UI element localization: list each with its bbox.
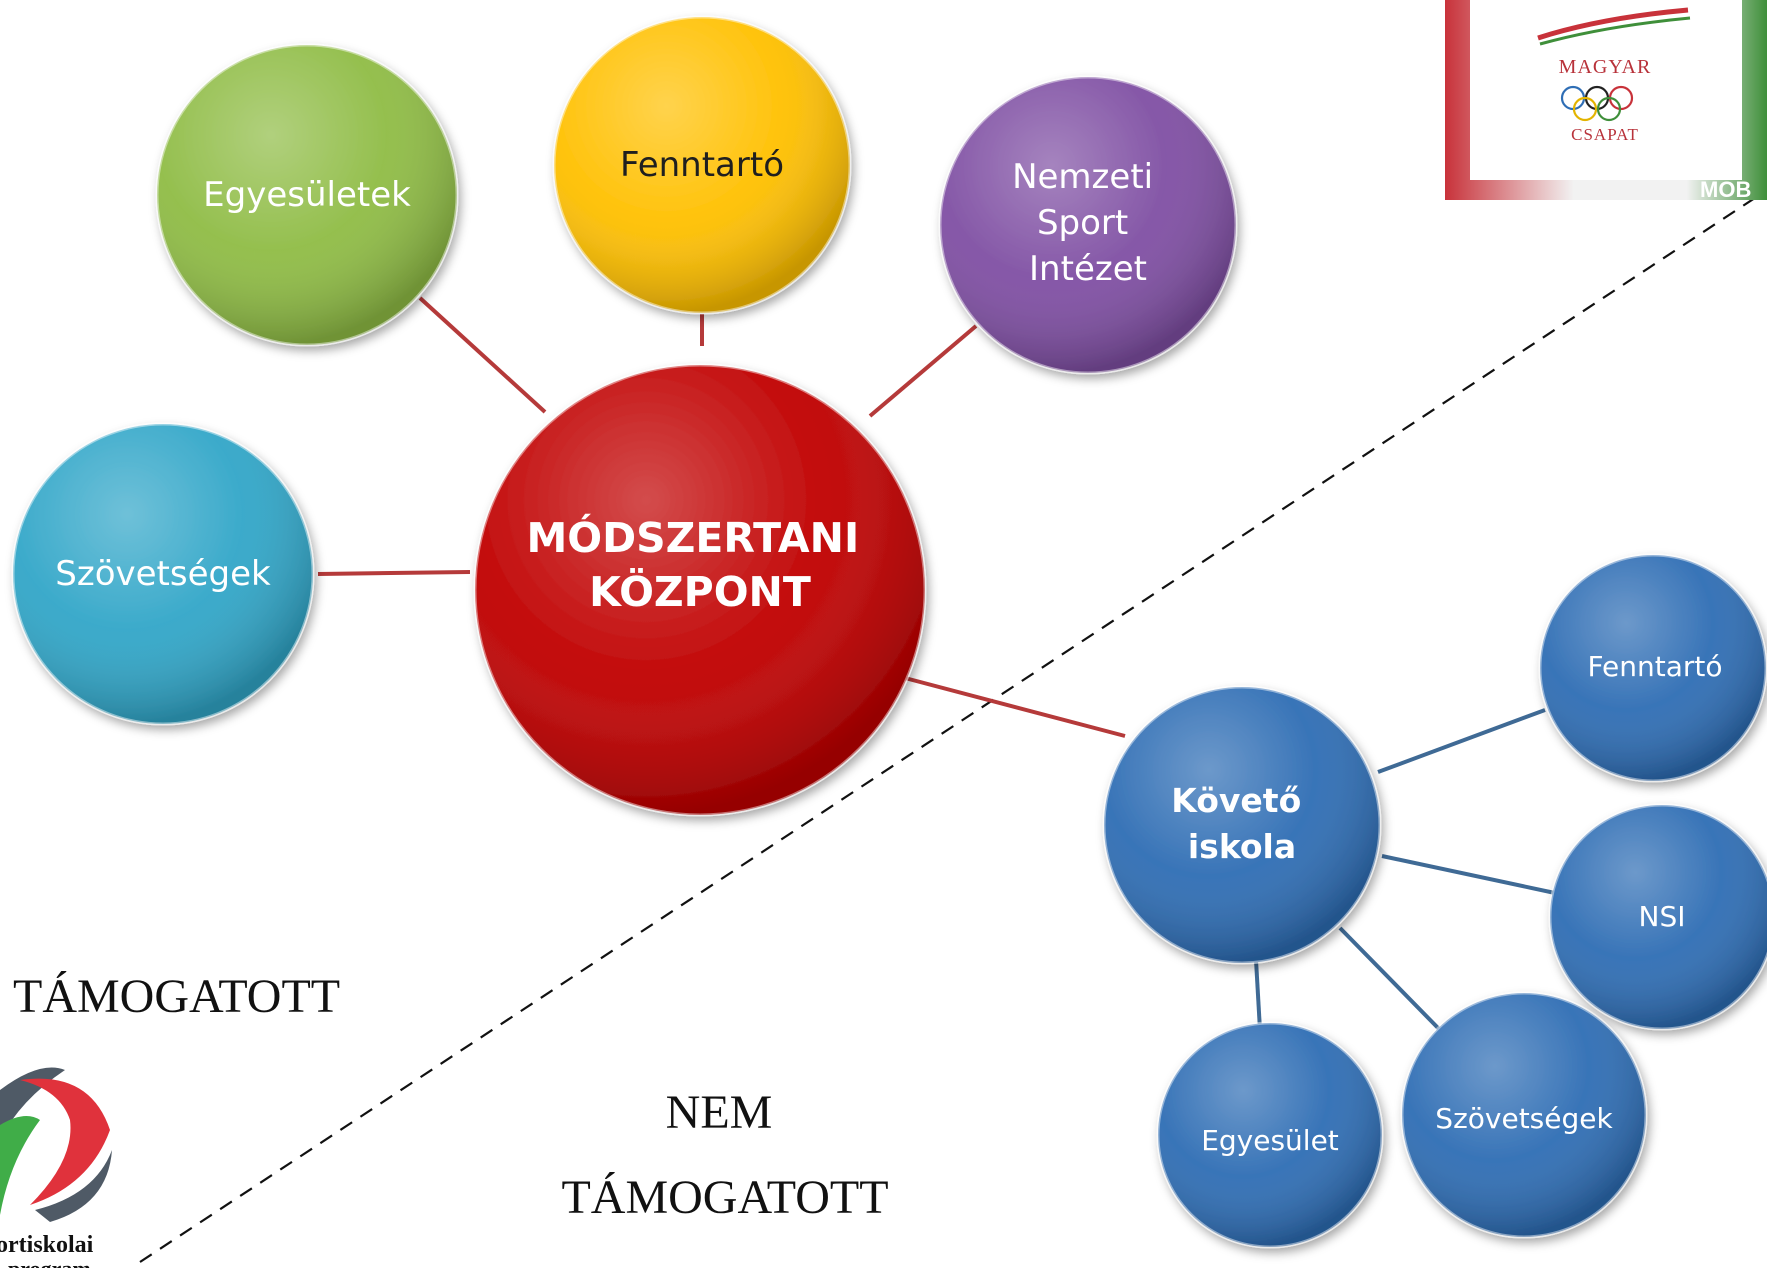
follower-connectors	[1254, 708, 1556, 1032]
not-supported-region-label: NEM TÁMOGATOTT	[561, 1086, 888, 1224]
connector-follower-szovetsegek	[1338, 926, 1442, 1032]
mob-logo-line2: CSAPAT	[1571, 125, 1639, 144]
center-line2: KÖZPONT	[589, 568, 811, 616]
follower-szovetsegek-label: Szövetségek	[1435, 1102, 1613, 1135]
connector-egyesuletek	[418, 296, 547, 414]
school-logo-line1: ortiskolai	[0, 1232, 94, 1258]
follower-line1: Követő	[1171, 781, 1301, 820]
connector-szovetsegek	[317, 570, 471, 576]
mob-logo: MAGYAR CSAPAT MOB	[1445, 0, 1767, 202]
mob-swoosh-icon	[1537, 7, 1689, 41]
connector-nsi	[868, 324, 978, 418]
follower-nsi-node	[1548, 803, 1767, 1031]
mob-logo-corner: MOB	[1700, 177, 1751, 202]
center-connectors	[317, 296, 1126, 738]
follower-egyesulet-node	[1156, 1021, 1384, 1249]
connector-follower	[904, 676, 1126, 738]
divider-line	[139, 189, 1767, 1263]
connector-follower-egyesulet	[1254, 959, 1262, 1031]
node-fenntarto	[552, 15, 852, 315]
node-nsi-line2: Sport	[1037, 203, 1128, 243]
follower-line2: iskola	[1188, 827, 1296, 866]
follower-fenntarto-label: Fenntartó	[1587, 650, 1722, 683]
node-nsi	[938, 75, 1238, 375]
center-node-label: MÓDSZERTANI KÖZPONT	[526, 514, 873, 616]
follower-node-label: Követő iskola	[1171, 781, 1313, 866]
mob-logo-line1: MAGYAR	[1559, 56, 1652, 78]
school-program-logo: ortiskolai program	[0, 1067, 112, 1268]
node-nsi-line3: Intézet	[1029, 249, 1147, 289]
follower-fenntarto-node	[1538, 553, 1767, 783]
follower-nsi-label: NSI	[1639, 900, 1686, 933]
follower-szovetsegek-node	[1400, 991, 1648, 1239]
not-supported-line1: NEM	[666, 1086, 773, 1139]
connector-follower-nsi	[1381, 854, 1556, 895]
node-nsi-line1: Nemzeti	[1012, 157, 1153, 197]
node-szovetsegek	[11, 422, 315, 726]
node-nsi-label: Nemzeti Sport Intézet	[1012, 157, 1164, 289]
not-supported-line2: TÁMOGATOTT	[561, 1171, 888, 1224]
supported-region-label: TÁMOGATOTT	[13, 970, 340, 1023]
node-szovetsegek-label: Szövetségek	[55, 554, 271, 594]
node-egyesuletek	[155, 43, 459, 347]
node-egyesuletek-label: Egyesületek	[203, 175, 411, 215]
olympic-rings-icon	[1560, 85, 1634, 122]
connector-follower-fenntarto	[1377, 708, 1546, 774]
node-fenntarto-label: Fenntartó	[620, 145, 784, 185]
school-logo-line2: program	[8, 1256, 91, 1268]
center-node	[473, 363, 927, 817]
follower-node	[1102, 685, 1382, 965]
center-line1: MÓDSZERTANI	[526, 514, 859, 562]
follower-egyesulet-label: Egyesület	[1201, 1124, 1339, 1157]
school-logo-mark-icon	[0, 1067, 65, 1140]
